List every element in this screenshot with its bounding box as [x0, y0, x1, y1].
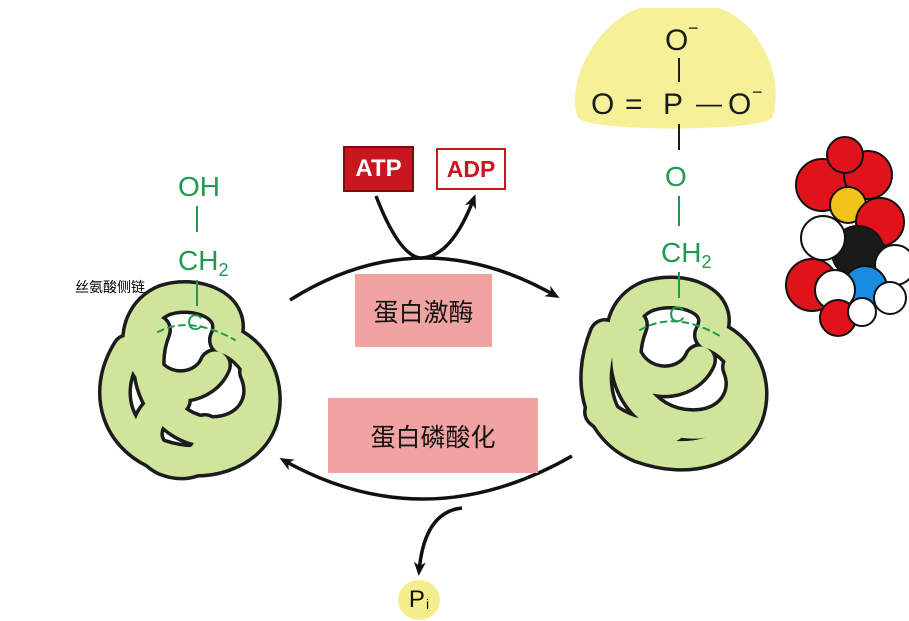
ch2-group: CH2 — [178, 245, 228, 280]
right-protein-knot — [579, 275, 769, 472]
protein-kinase-label: 蛋白激酶 — [355, 274, 492, 347]
phosphate-halo — [574, 8, 776, 129]
space-filling-model — [785, 136, 909, 337]
phosphate-o-top: O — [665, 24, 688, 57]
phosphoserine-side-chain: O − O = P — O − — [591, 18, 763, 150]
pi-release-arrow — [413, 506, 463, 576]
atp-to-adp-arrow — [374, 194, 477, 260]
phosphoserine-linker: O CH2 C — [661, 161, 711, 327]
phosphate-o-right-charge: − — [752, 82, 763, 102]
phosphate-o-right: O — [728, 88, 751, 121]
serine-side-chain-label: 丝氨酸侧链 — [75, 280, 145, 296]
oh-group: OH — [178, 171, 220, 202]
protein-phosphatase-label: 蛋白磷酸化 — [328, 398, 538, 473]
reverse-arc-arrow — [279, 454, 573, 501]
serine-side-chain: OH CH2 C — [178, 171, 228, 335]
phosphate-o-top-charge: − — [688, 18, 699, 38]
atp-label: ATP — [343, 146, 414, 192]
ester-oxygen: O — [665, 161, 687, 192]
alpha-carbon: C — [187, 310, 203, 335]
phosphate-o-left: O — [591, 88, 614, 121]
adp-label: ADP — [436, 148, 506, 190]
double-bond: = — [625, 88, 643, 121]
phosphorus: P — [663, 88, 683, 121]
single-bond: — — [696, 88, 722, 118]
left-protein-knot — [97, 280, 282, 481]
right-ch2-group: CH2 — [661, 237, 711, 272]
right-alpha-carbon: C — [669, 302, 685, 327]
